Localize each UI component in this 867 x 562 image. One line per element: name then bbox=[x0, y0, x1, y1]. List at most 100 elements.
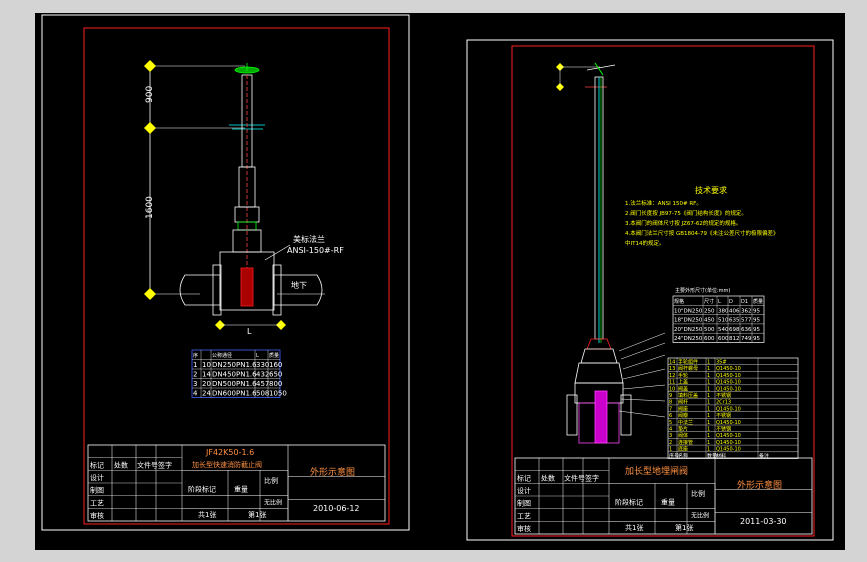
sheet-total: 共1张 bbox=[625, 523, 643, 532]
parts-cell: 10 bbox=[669, 386, 675, 392]
left-table-cell: 1050 bbox=[269, 390, 287, 398]
parts-cell: 阀座 bbox=[678, 405, 688, 412]
left-table-header: 序 bbox=[193, 352, 198, 359]
title-row-label: 制图 bbox=[517, 499, 531, 508]
dim-table-cell: 698 bbox=[729, 327, 740, 333]
ratio-value: 无比例 bbox=[691, 511, 709, 519]
title-row-label: 审核 bbox=[517, 524, 531, 533]
product-name: 加长型快速消防截止阀 bbox=[192, 460, 262, 469]
left-dimension: 900 1600 bbox=[144, 60, 245, 300]
parts-cell: 13 bbox=[669, 366, 675, 372]
dim-table-cell: 95 bbox=[753, 308, 760, 314]
title-row-label: 工艺 bbox=[517, 512, 531, 520]
sheet-no: 第1张 bbox=[248, 510, 266, 519]
parts-cell: 6 bbox=[669, 413, 672, 419]
drawing-svg: 900 1600 美标法兰 ANSI-150#-RF 地下 bbox=[41, 14, 834, 541]
weight-label: 重量 bbox=[661, 499, 675, 507]
drawing-name: 外形示意图 bbox=[737, 479, 782, 491]
parts-cell: 2Cr13 bbox=[716, 400, 731, 406]
tech-line: 3.本阀门的阀体尺寸按 JZ67-62的规定的规格。 bbox=[625, 219, 741, 227]
dim-table-cell: 635 bbox=[729, 318, 740, 324]
left-table-header: 质量 bbox=[269, 352, 279, 359]
ratio-value: 无比例 bbox=[264, 498, 282, 506]
right-valve-drawing bbox=[556, 62, 666, 444]
tech-line: 1.法兰标准：ANSI 150# RF。 bbox=[625, 199, 702, 207]
parts-cell: 手轮组件 bbox=[678, 359, 698, 366]
dim-table-header: 尺寸 bbox=[704, 298, 714, 305]
parts-cell: 阀杆 bbox=[678, 399, 688, 406]
dim-table-cell: 10"DN250 bbox=[674, 308, 703, 314]
parts-cell: 11 bbox=[669, 380, 675, 386]
parts-cell: 阀瓣 bbox=[678, 412, 688, 419]
dim-table-cell: 20"DN250 bbox=[674, 327, 703, 333]
parts-cell: 9 bbox=[669, 393, 672, 399]
parts-header: 材料 bbox=[716, 452, 726, 459]
title-cell: 签字 bbox=[585, 473, 599, 482]
product-name: 加长型地埋闸阀 bbox=[625, 465, 688, 477]
left-table-cell: 160 bbox=[269, 361, 282, 369]
dim-table-cell: 450 bbox=[704, 318, 715, 324]
dim-table-cell: 749 bbox=[741, 336, 752, 342]
parts-cell: 4 bbox=[669, 427, 672, 433]
left-table-cell: 24 bbox=[202, 390, 211, 398]
parts-cell: 8 bbox=[669, 400, 672, 406]
left-sheet-frame bbox=[41, 14, 410, 531]
dim-table-cell: 540 bbox=[718, 327, 729, 333]
dim-table-cell: 600 bbox=[718, 336, 729, 342]
parts-cell: 1 bbox=[707, 366, 710, 372]
parts-cell: 1 bbox=[707, 420, 710, 426]
left-table-header: 公称通径 bbox=[212, 352, 232, 359]
tech-line: 中IT14的规定。 bbox=[625, 239, 664, 247]
parts-cell: 阀盖 bbox=[678, 385, 688, 392]
parts-cell: 5 bbox=[669, 420, 672, 426]
flange-label-1: 美标法兰 bbox=[293, 234, 325, 244]
title-row-label: 设计 bbox=[90, 473, 104, 482]
left-table-cell: 20 bbox=[202, 380, 211, 388]
parts-cell: 不锈钢 bbox=[716, 392, 731, 399]
dim-table-cell: 636 bbox=[741, 327, 752, 333]
dim-table-header: L bbox=[718, 299, 721, 305]
flange-label-2: ANSI-150#-RF bbox=[287, 246, 344, 255]
tech-line: 2.阀门长度按 JB97-75《阀门结构长度》的规定。 bbox=[625, 209, 747, 217]
dim-table-header: 规格 bbox=[674, 298, 684, 305]
tech-title: 技术要求 bbox=[695, 185, 727, 195]
parts-cell: 1 bbox=[707, 447, 710, 453]
title-cell: 签字 bbox=[158, 460, 172, 469]
parts-cell: 中法兰 bbox=[678, 419, 693, 426]
parts-cell: 垫片 bbox=[678, 426, 688, 433]
parts-cell: Q1450-10 bbox=[716, 447, 741, 453]
parts-cell: 不锈钢 bbox=[716, 426, 731, 433]
dim-table-cell: 812 bbox=[729, 336, 740, 342]
sheet-no: 第1张 bbox=[675, 523, 693, 532]
parts-cell: 上盖 bbox=[678, 379, 688, 386]
dim-table-cell: 95 bbox=[753, 327, 760, 333]
right-title-block: 标记处数文件号签字设计制图工艺审核阶段标记重量比例无比例共1张第1张加长型地埋闸… bbox=[514, 457, 813, 535]
right-sheet-inner-frame bbox=[511, 45, 815, 537]
parts-cell: Q1450-10 bbox=[716, 440, 741, 446]
dim-table-cell: 380 bbox=[718, 308, 729, 314]
parts-header: 备注 bbox=[759, 452, 769, 459]
left-table-cell: 1 bbox=[193, 361, 197, 369]
tech-line: 4.本阀门法兰尺寸按 GB1804-79《未注公差尺寸的极限偏差》 bbox=[625, 229, 779, 237]
left-table-cell: 457 bbox=[256, 380, 269, 388]
std-mark: 阶段标记 bbox=[188, 485, 216, 494]
dim-table-cell: 18"DN250 bbox=[674, 318, 703, 324]
parts-cell: 1 bbox=[707, 427, 710, 433]
dim-table-cell: 95 bbox=[753, 318, 760, 324]
parts-cell: 1 bbox=[707, 373, 710, 379]
left-table-header: L bbox=[256, 353, 259, 359]
parts-cell: 手轮 bbox=[678, 372, 688, 379]
left-table-cell: 330 bbox=[256, 361, 269, 369]
title-row-label: 设计 bbox=[517, 486, 531, 495]
left-table-cell: DN250PN1.6 bbox=[212, 361, 257, 369]
parts-cell: 7 bbox=[669, 406, 672, 412]
parts-cell: Q1450-10 bbox=[716, 433, 741, 439]
parts-cell: 1 bbox=[707, 400, 710, 406]
parts-header: 序号 bbox=[669, 452, 679, 459]
cad-canvas[interactable]: 900 1600 美标法兰 ANSI-150#-RF 地下 bbox=[35, 13, 845, 550]
title-row-label: 审核 bbox=[90, 511, 104, 520]
parts-cell: 底座 bbox=[678, 446, 688, 453]
